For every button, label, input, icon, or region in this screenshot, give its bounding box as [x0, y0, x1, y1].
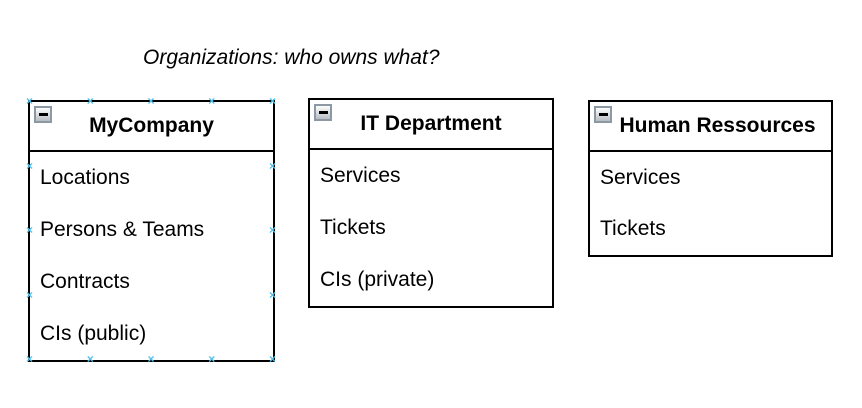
collapse-button[interactable]: [314, 104, 332, 121]
minus-icon: [598, 113, 608, 116]
selection-handle[interactable]: [25, 97, 34, 106]
list-item[interactable]: CIs (public): [40, 322, 147, 345]
selection-handle[interactable]: [86, 355, 95, 364]
list-item[interactable]: Tickets: [600, 217, 666, 241]
minus-icon: [318, 111, 328, 114]
minus-icon: [38, 113, 48, 116]
selection-handle[interactable]: [268, 97, 277, 106]
selection-handle[interactable]: [207, 97, 216, 106]
diagram-title: Organizations: who owns what?: [143, 46, 440, 69]
selection-handle[interactable]: [268, 291, 277, 300]
list-item[interactable]: Services: [600, 165, 681, 189]
selection-handle[interactable]: [268, 162, 277, 171]
selection-handle[interactable]: [25, 226, 34, 235]
list-item[interactable]: Persons & Teams: [40, 218, 205, 241]
selection-handle[interactable]: [25, 162, 34, 171]
selection-handle[interactable]: [268, 226, 277, 235]
entity-box-title: MyCompany: [89, 114, 214, 137]
selection-handle[interactable]: [147, 355, 156, 364]
list-item[interactable]: Tickets: [320, 216, 386, 239]
collapse-button[interactable]: [594, 106, 612, 123]
selection-handle[interactable]: [25, 355, 34, 364]
list-item[interactable]: Contracts: [40, 270, 130, 293]
entity-box-title: Human Ressources: [619, 114, 816, 137]
entity-box-header[interactable]: Human Ressources: [590, 102, 831, 152]
entity-box-title: IT Department: [360, 112, 502, 135]
selection-handle[interactable]: [25, 291, 34, 300]
selection-handle[interactable]: [268, 355, 277, 364]
list-item[interactable]: Locations: [40, 166, 130, 189]
selection-handle[interactable]: [86, 97, 95, 106]
selection-handle[interactable]: [207, 355, 216, 364]
list-item[interactable]: CIs (private): [320, 268, 435, 291]
selection-handle[interactable]: [147, 97, 156, 106]
collapse-button[interactable]: [34, 106, 52, 123]
list-item[interactable]: Services: [320, 164, 401, 187]
entity-box-header[interactable]: MyCompany: [30, 102, 273, 152]
entity-box-header[interactable]: IT Department: [310, 100, 552, 150]
